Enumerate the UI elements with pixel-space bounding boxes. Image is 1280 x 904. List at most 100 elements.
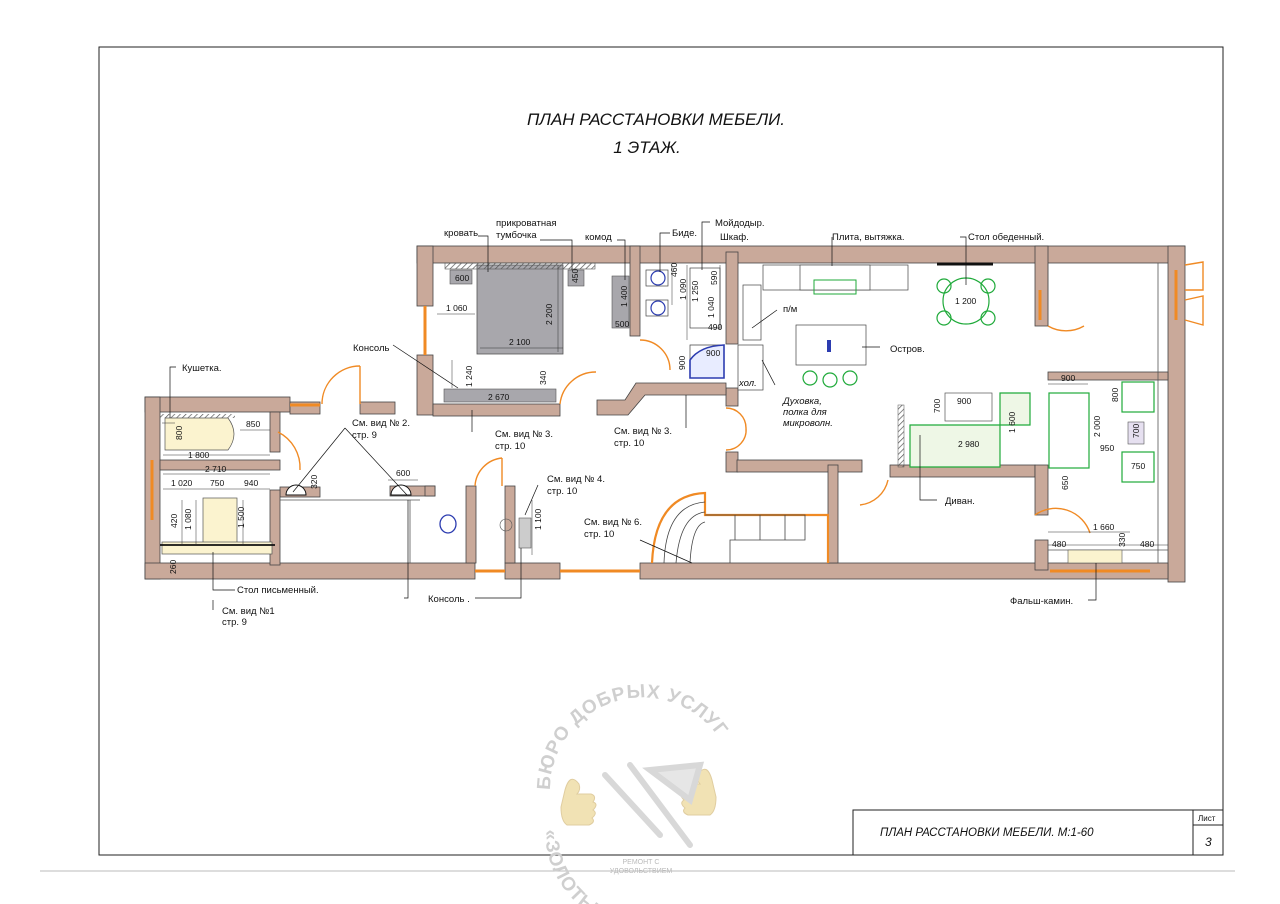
sofa [909, 392, 1031, 468]
staircase [650, 491, 830, 564]
dim-480-left: 480 [1052, 539, 1066, 549]
dim-420: 420 [169, 514, 179, 528]
couch [164, 417, 235, 451]
dimension-lines [162, 265, 1168, 555]
dim-490: 490 [708, 322, 722, 332]
dim-900-table: 900 [957, 396, 971, 406]
plan-title-line1: ПЛАН РАССТАНОВКИ МЕБЕЛИ. [527, 110, 785, 129]
dim-600-nightstand: 600 [455, 273, 469, 283]
room-labels: кровать прикроватная тумбочка комод Биде… [182, 218, 1073, 628]
dim-900-shower-v: 900 [677, 356, 687, 370]
dim-330: 330 [1117, 533, 1127, 547]
stamp-tagline-1: РЕМОНТ С [623, 859, 660, 866]
label-bidet: Биде. [672, 228, 697, 239]
title-block-text: ПЛАН РАССТАНОВКИ МЕБЕЛИ. М:1-60 [880, 827, 1094, 839]
label-view3b-a: См. вид № 3. [614, 426, 672, 437]
dim-650: 650 [1060, 476, 1070, 490]
label-bed: кровать [444, 228, 478, 239]
dim-460: 460 [669, 263, 679, 277]
openings [150, 270, 1178, 573]
label-view2-b: стр. 9 [352, 430, 377, 441]
sink-icon [499, 518, 513, 532]
dim-480-right: 480 [1140, 539, 1154, 549]
brush-trowel-icon [602, 761, 705, 848]
fake-fireplace [1067, 549, 1123, 564]
plan-title-line2: 1 ЭТАЖ. [613, 138, 680, 157]
armchair-1 [1121, 381, 1155, 413]
pouf [1127, 421, 1145, 445]
dim-1800: 1 800 [188, 450, 210, 460]
label-dresser: комод [585, 232, 612, 243]
label-washbasin: Мойдодыр. [715, 218, 765, 229]
label-view4-b: стр. 10 [547, 486, 577, 497]
small-console-hall [518, 517, 532, 549]
dim-1250: 1 250 [690, 280, 700, 302]
leader-lines [169, 221, 1097, 610]
dim-940: 940 [244, 478, 258, 488]
label-couch: Кушетка. [182, 363, 222, 374]
stove-hood [813, 279, 857, 295]
sofa-2 [1048, 392, 1090, 469]
toilet-icon [650, 270, 666, 286]
label-oven-2: полка для [783, 407, 827, 418]
dim-590: 590 [709, 271, 719, 285]
dim-260: 260 [168, 560, 178, 574]
bidet-icon [650, 300, 666, 316]
wall-lights [285, 484, 412, 496]
sheet-label: Лист [1198, 814, 1216, 823]
label-island: Остров. [890, 344, 925, 355]
headboard [444, 262, 596, 270]
label-cabinet: Шкаф. [720, 232, 749, 243]
dim-320: 320 [309, 475, 319, 489]
dim-700-table: 700 [932, 399, 942, 413]
label-view3b-b: стр. 10 [614, 438, 644, 449]
dim-1040: 1 040 [706, 296, 716, 318]
nightstand-left [449, 269, 473, 285]
dim-900-chair: 900 [1061, 373, 1075, 383]
desk [202, 497, 238, 547]
dim-1080: 1 080 [183, 508, 193, 530]
dim-2100: 2 100 [509, 337, 531, 347]
dim-800-chair: 800 [1110, 388, 1120, 402]
label-view1-b: стр. 9 [222, 617, 247, 628]
label-console-bottom: Консоль . [428, 594, 470, 605]
label-desk: Стол письменный. [237, 585, 319, 596]
dim-1400: 1 400 [619, 285, 629, 307]
dim-500: 500 [615, 319, 629, 329]
island-stools [802, 370, 858, 388]
couch-back [160, 414, 235, 418]
label-view1-a: См. вид №1 [222, 606, 275, 617]
label-sofa: Диван. [945, 496, 975, 507]
dim-750-chair: 750 [1131, 461, 1145, 471]
label-view2-a: См. вид № 2. [352, 418, 410, 429]
svg-text:«ЗОЛОТЫЕ РУКИ»: «ЗОЛОТЫЕ РУКИ» [540, 829, 676, 904]
dim-1200: 1 200 [955, 296, 977, 306]
label-oven-3: микроволн. [783, 418, 833, 429]
dim-340: 340 [538, 371, 548, 385]
dim-2710: 2 710 [205, 464, 227, 474]
dim-1600: 1 600 [1007, 411, 1017, 433]
desk-top [161, 541, 273, 555]
kitchen-units [737, 264, 909, 391]
label-view6-a: См. вид № 6. [584, 517, 642, 528]
dim-700-pouf: 700 [1131, 424, 1141, 438]
stamp-tagline-2: УДОВОЛЬСТВИЕМ [610, 868, 673, 875]
label-dining-table: Стол обеденный. [968, 232, 1044, 243]
label-microwave: п/м [783, 304, 797, 315]
door-swings [277, 261, 1204, 534]
dim-1660: 1 660 [1093, 522, 1115, 532]
label-nightstand-2: тумбочка [496, 230, 537, 241]
island-sink [827, 340, 831, 352]
label-view6-b: стр. 10 [584, 529, 614, 540]
dim-1500: 1 500 [236, 506, 246, 528]
toilet-2-icon [439, 514, 457, 534]
label-fake-fireplace: Фальш-камин. [1010, 596, 1073, 607]
dim-2670: 2 670 [488, 392, 510, 402]
stamp-bottom-text: «ЗОЛОТЫЕ РУКИ» [540, 829, 675, 904]
dim-2200: 2 200 [544, 303, 554, 325]
dim-1020: 1 020 [171, 478, 193, 488]
dim-1090: 1 090 [678, 278, 688, 300]
thumb-left-icon [560, 778, 597, 826]
title-block: ПЛАН РАССТАНОВКИ МЕБЕЛИ. М:1-60 Лист 3 [852, 809, 1224, 856]
shower-icon [689, 344, 725, 379]
